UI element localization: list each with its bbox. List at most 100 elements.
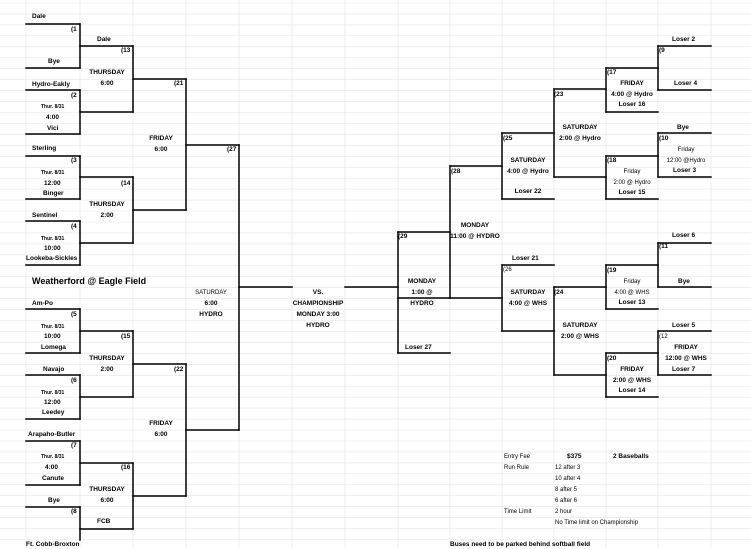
team-binger: Binger <box>43 190 64 197</box>
game-20-day: FRIDAY <box>620 366 644 373</box>
game-25-label: (25 <box>503 135 513 142</box>
loser-27: Loser 27 <box>405 344 432 351</box>
game-26-time: 4:00 @ WHS <box>508 300 548 307</box>
loser-6: Loser 6 <box>672 232 696 239</box>
game-26-day: SATURDAY <box>510 289 546 296</box>
game-19-label: (19 <box>607 267 617 274</box>
loser-16: Loser 16 <box>618 101 646 108</box>
run-rule-2: 10 after 4 <box>555 476 581 482</box>
game-25-time: 4:00 @ Hydro <box>507 168 549 175</box>
game-4-label: (4 <box>71 223 77 230</box>
game-5-label: (5 <box>71 311 77 318</box>
team-bye-bottom: Bye <box>48 497 60 504</box>
game-18-time: 2:00 @ Hydro <box>613 180 651 186</box>
game-28-day: MONDAY <box>460 222 490 229</box>
game-28-label: (28 <box>451 168 461 175</box>
right-bye-bottom: Bye <box>678 278 690 285</box>
game-7-time: 4:00 <box>45 464 59 471</box>
game-19-day: Friday <box>623 279 641 285</box>
game-12-day: FRIDAY <box>674 344 698 351</box>
game-3-time: 12:00 <box>44 180 61 187</box>
loser-21: Loser 21 <box>512 255 539 262</box>
game-19-time: 4:00 @ WHS <box>614 290 650 296</box>
game-13-label: (13 <box>121 47 131 54</box>
game-15-label: (15 <box>121 333 131 340</box>
game-5-date: Thur. 8/31 <box>41 324 65 330</box>
game-14-time: 2:00 <box>100 212 114 219</box>
game-17-label: (17 <box>607 69 617 76</box>
loser-22: Loser 22 <box>514 188 542 195</box>
loser-13: Loser 13 <box>618 299 646 306</box>
game-2-time: 4:00 <box>46 114 60 121</box>
buses-note: Buses need to be parked behind softball … <box>450 541 591 548</box>
saturday-place: HYDRO <box>199 311 223 318</box>
game-1-label: (1 <box>71 26 77 33</box>
game-16-day: THURSDAY <box>89 486 125 493</box>
loser-14: Loser 14 <box>618 387 646 394</box>
game-24-day: SATURDAY <box>562 322 598 329</box>
game-2-label: (2 <box>71 92 77 99</box>
right-bye: Bye <box>677 124 689 131</box>
team-vici: Vici <box>47 125 59 132</box>
game-8-label: (8 <box>71 508 77 515</box>
game-29-day: MONDAY <box>407 278 437 285</box>
game-15-time: 2:00 <box>100 366 114 373</box>
loser-5: Loser 5 <box>672 322 696 329</box>
game-23-time: 2:00 @ Hydro <box>559 135 601 142</box>
loser-4: Loser 4 <box>674 80 698 87</box>
game-14-label: (14 <box>121 180 131 187</box>
game-11-label: (11 <box>659 243 669 250</box>
game-6-label: (6 <box>71 377 77 384</box>
run-rule-label: Run Rule <box>504 465 530 471</box>
team-hydro-eakly: Hydro-Eakly <box>32 81 70 88</box>
game-6-time: 12:00 <box>44 399 61 406</box>
game-20-time: 2:00 @ WHS <box>612 377 652 384</box>
entry-fee-value: $375 <box>567 453 582 460</box>
team-lookeba-sickles: Lookeba-Sickles <box>26 255 78 262</box>
game-5-time: 10:00 <box>44 333 61 340</box>
team-sterling: Sterling <box>32 145 57 152</box>
team-arapaho-butler: Arapaho-Butler <box>28 431 76 438</box>
game-4-time: 10:00 <box>44 245 61 252</box>
game-23-label: (23 <box>554 91 564 98</box>
team-lomega: Lomega <box>41 344 66 351</box>
championship-vs: VS. <box>312 289 324 296</box>
team-sentinel: Sentinel <box>32 212 58 219</box>
team-bye: Bye <box>48 58 60 65</box>
game-2-date: Thur. 8/31 <box>41 104 65 110</box>
game-29-label: (29 <box>398 233 408 240</box>
entry-fee-label: Entry Fee <box>504 454 531 460</box>
saturday-day: SATURDAY <box>195 290 227 296</box>
team-navajo: Navajo <box>43 366 65 373</box>
game-24-time: 2:00 @ WHS <box>560 333 600 340</box>
championship-place: HYDRO <box>306 322 330 329</box>
game-29-time: 1:00 @ <box>411 289 433 296</box>
game-7-label: (7 <box>71 442 77 449</box>
game-10-day: Friday <box>677 147 695 153</box>
game-27-label: (27 <box>227 146 237 153</box>
game-3-date: Thur. 8/31 <box>41 170 65 176</box>
team-canute: Canute <box>42 475 65 482</box>
game-22-time: 6:00 <box>154 431 168 438</box>
game-24-label: (24 <box>554 289 564 296</box>
game-14-day: THURSDAY <box>89 201 125 208</box>
game-3-label: (3 <box>71 157 77 164</box>
weatherford-note: Weatherford @ Eagle Field <box>32 276 147 286</box>
game-29-place: HYDRO <box>410 300 434 307</box>
game-22-day: FRIDAY <box>149 420 173 427</box>
game-17-time: 4:00 @ Hydro <box>611 91 653 98</box>
championship-time-note: No Time limit on Championship <box>555 520 639 526</box>
run-rule-1: 12 after 3 <box>555 465 581 471</box>
game-23-day: SATURDAY <box>562 124 598 131</box>
game-26-label: (26 <box>503 267 512 273</box>
game-16-time: 6:00 <box>100 497 114 504</box>
championship-time: MONDAY 3:00 <box>296 311 340 318</box>
run-rule-3: 8 after 5 <box>555 487 578 493</box>
game-18-day: Friday <box>623 169 641 175</box>
run-rule-4: 6 after 6 <box>555 498 578 504</box>
game-17-day: FRIDAY <box>620 80 644 87</box>
championship-title: CHAMPIONSHIP <box>292 300 344 307</box>
game-10-label: (10 <box>659 135 669 142</box>
team-am-po: Am-Po <box>32 300 53 307</box>
team-dale: Dale <box>32 13 46 20</box>
